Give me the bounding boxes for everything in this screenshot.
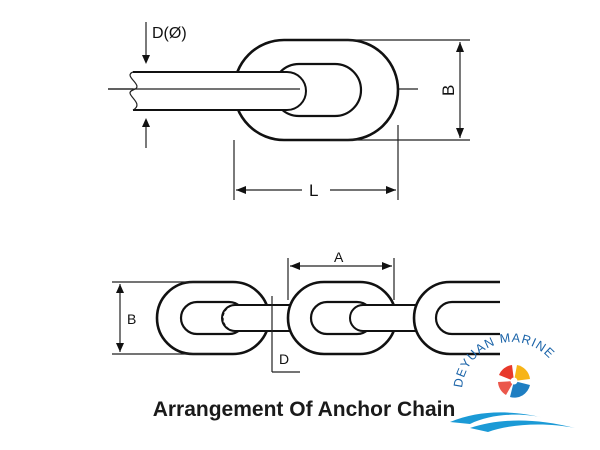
bottom-b-arrowhead-top [116,284,124,293]
top-rod-break [129,71,138,111]
bottom-label-pitch: A [334,249,344,265]
logo-emblem-icon [498,365,530,398]
bottom-b-arrowhead-bottom [116,343,124,352]
bottom-a-arrowhead-right [382,262,392,270]
top-l-arrowhead-right [386,186,396,194]
logo-emblem-blue [510,381,530,398]
logo-wave-1 [450,412,545,424]
top-label-length: L [309,181,318,200]
top-d-arrowhead-lower [142,118,150,127]
logo-emblem-yellow [514,365,530,381]
top-l-arrowhead-left [236,186,246,194]
logo-wave-2 [470,420,575,432]
top-label-width: B [439,85,458,96]
top-figure: D(Ø) L B [108,22,470,200]
chain-link-3-inner [434,300,500,336]
bottom-label-diameter: D [279,351,289,367]
top-label-diameter: D(Ø) [152,25,187,42]
top-b-arrowhead-bottom [456,128,464,138]
logo-emblem-center [510,377,518,385]
bottom-a-arrowhead-left [290,262,300,270]
logo-emblem-red [499,365,514,381]
bottom-label-width: B [127,311,136,327]
top-b-arrowhead-top [456,42,464,52]
top-d-arrowhead-upper [142,55,150,64]
bottom-figure: A B D [112,249,500,373]
logo-emblem-red-2 [498,381,514,395]
top-rod [133,71,307,111]
chain-hidden-edge [222,304,237,332]
caption: Arrangement Of Anchor Chain [152,398,456,421]
